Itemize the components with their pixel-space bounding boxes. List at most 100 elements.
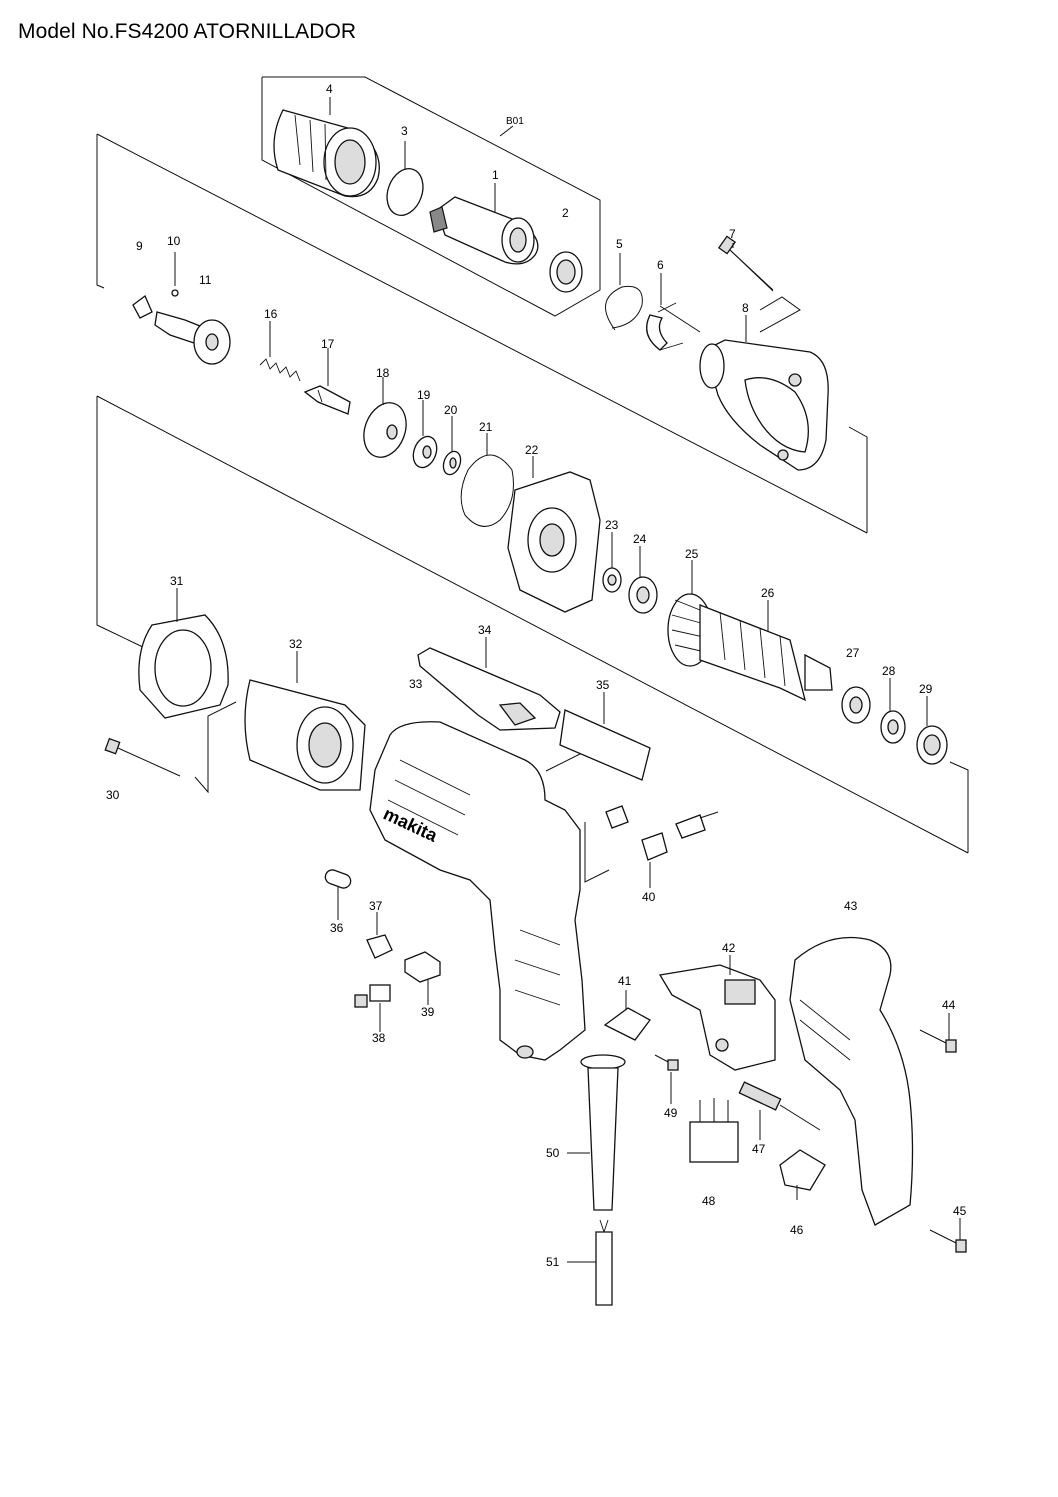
part-51-cord <box>595 1219 613 1306</box>
callout-39: 39 <box>421 1005 435 1019</box>
callouts-30-35 <box>176 588 605 724</box>
part-21-gasket <box>460 454 514 527</box>
label-b01: B01 <box>506 116 524 127</box>
part-9-sleeve <box>132 294 153 319</box>
callout-10: 10 <box>167 234 181 248</box>
callout-21: 21 <box>479 420 493 434</box>
part-34-hook <box>417 647 561 731</box>
callout-25: 25 <box>685 547 699 561</box>
callouts-5-8 <box>619 243 747 342</box>
callout-17: 17 <box>321 337 335 351</box>
page-title: Model No.FS4200 ATORNILLADOR <box>18 20 357 43</box>
part-46-switch-actuator <box>779 1149 826 1191</box>
callout-5: 5 <box>616 237 623 251</box>
group-frames <box>96 76 969 883</box>
part-17-spindle-shaft <box>303 385 351 415</box>
part-36-badge <box>324 869 352 889</box>
part-50-cord-guard <box>580 1054 626 1211</box>
part-45-screw <box>929 1229 967 1253</box>
callout-42: 42 <box>722 941 736 955</box>
part-3-o-ring <box>386 168 424 216</box>
part-29-insulation-washer <box>916 725 948 765</box>
part-42-switch <box>658 964 776 1071</box>
callout-43: 43 <box>844 899 858 913</box>
callout-34: 34 <box>478 623 492 637</box>
part-48-capacitor <box>689 1098 739 1163</box>
callout-24: 24 <box>633 532 647 546</box>
callout-8: 8 <box>742 301 749 315</box>
callout-4: 4 <box>326 82 333 96</box>
part-32-field-coil <box>244 679 366 791</box>
callout-22: 22 <box>525 443 539 457</box>
callout-50: 50 <box>546 1146 560 1160</box>
callout-37: 37 <box>369 899 383 913</box>
callout-16: 16 <box>264 307 278 321</box>
callout-29: 29 <box>919 682 933 696</box>
part-8-gear-housing-cover <box>699 339 829 471</box>
callout-46: 46 <box>790 1223 804 1237</box>
callouts-36-41 <box>337 862 651 1032</box>
part-49-screw <box>654 1054 679 1071</box>
callout-2: 2 <box>562 206 569 220</box>
callout-30: 30 <box>106 788 120 802</box>
part-35-name-plate <box>559 709 651 781</box>
callout-3: 3 <box>401 124 408 138</box>
callout-40: 40 <box>642 890 656 904</box>
part-24-ball-bearing <box>628 576 658 614</box>
part-37-brush-holder <box>366 934 393 959</box>
callout-1: 1 <box>492 168 499 182</box>
callout-47: 47 <box>752 1142 766 1156</box>
part-30-screw <box>104 737 181 777</box>
callout-18: 18 <box>376 366 390 380</box>
part-7-screw <box>717 235 774 292</box>
part-38-carbon-brush <box>354 984 391 1008</box>
callout-26: 26 <box>761 586 775 600</box>
callout-23: 23 <box>605 518 619 532</box>
part-4-gear-housing <box>273 109 380 198</box>
part-20-flat-washer <box>442 450 462 476</box>
callout-32: 32 <box>289 637 303 651</box>
callout-20: 20 <box>444 403 458 417</box>
callouts-16-22 <box>269 321 534 478</box>
callouts-23-29 <box>611 532 928 726</box>
callout-51: 51 <box>546 1255 560 1269</box>
callouts-42-51 <box>567 955 961 1263</box>
part-40-brush-holder <box>605 805 719 861</box>
callout-41: 41 <box>618 974 632 988</box>
part-1-spindle <box>429 196 539 265</box>
part-16-spring <box>259 358 301 382</box>
callout-labels: B01 1 2 3 4 5 6 7 8 9 10 11 16 17 18 19 … <box>106 82 967 1269</box>
callout-27: 27 <box>846 646 860 660</box>
part-10-steel-ball <box>171 289 179 297</box>
callout-45: 45 <box>953 1204 967 1218</box>
part-41-strain-relief <box>603 1007 651 1041</box>
callout-33: 33 <box>409 677 423 691</box>
part-19-washer <box>412 435 438 469</box>
callout-9: 9 <box>136 239 143 253</box>
callout-44: 44 <box>942 998 956 1012</box>
part-47-noise-suppressor <box>738 1081 821 1131</box>
motor-housing: makita <box>369 721 586 1061</box>
callout-11: 11 <box>199 273 212 287</box>
part-44-screw <box>919 1029 957 1053</box>
callouts-b01 <box>329 97 514 212</box>
callout-36: 36 <box>330 921 344 935</box>
callout-28: 28 <box>882 664 896 678</box>
callout-49: 49 <box>664 1106 678 1120</box>
part-5-retaining-ring <box>605 285 643 331</box>
part-6-spring-clip <box>646 302 684 351</box>
part-26-armature <box>699 604 833 702</box>
part-18-spur-gear <box>363 402 407 458</box>
callout-19: 19 <box>417 388 431 402</box>
part-28-ball-bearing <box>880 710 906 744</box>
callout-31: 31 <box>170 574 184 588</box>
part-2-bearing <box>549 251 583 293</box>
callout-6: 6 <box>657 258 664 272</box>
callout-48: 48 <box>702 1194 716 1208</box>
callout-7: 7 <box>729 227 736 241</box>
callout-35: 35 <box>596 678 610 692</box>
part-27-ball-bearing <box>841 686 871 724</box>
part-31-baffle-plate <box>138 614 229 719</box>
part-39-brush-holder-cap <box>404 951 441 983</box>
